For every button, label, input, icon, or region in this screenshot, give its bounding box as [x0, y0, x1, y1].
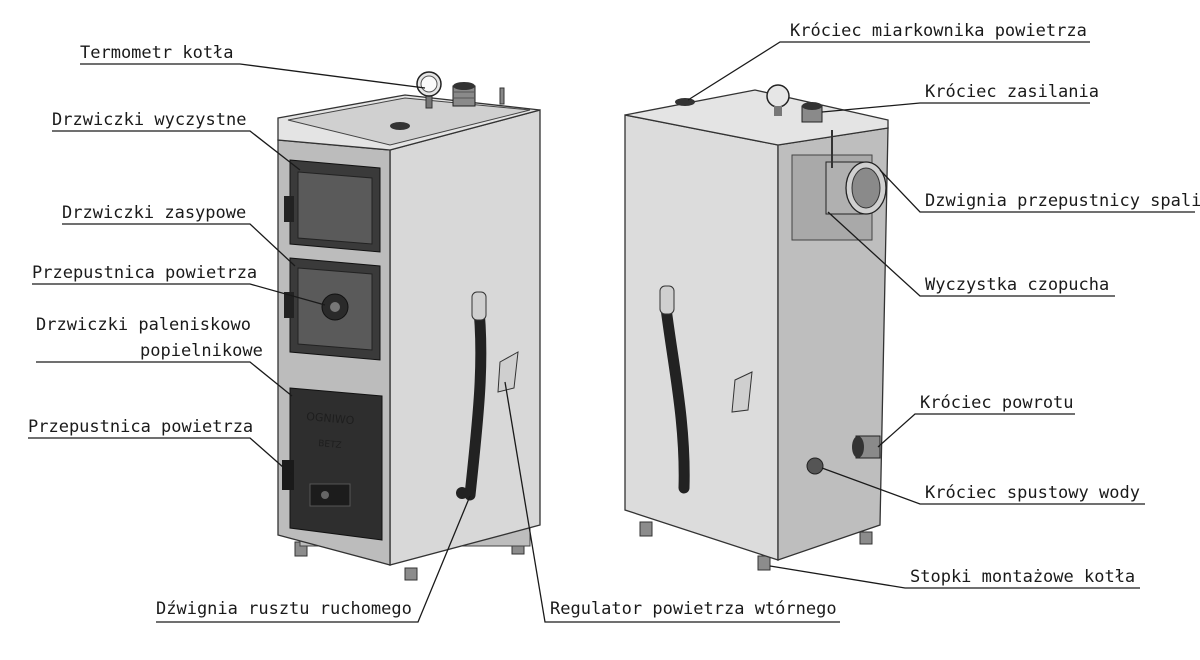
- air-controller-port: [675, 98, 695, 106]
- callout-cleaning-door: Drzwiczki wyczystne: [52, 110, 301, 171]
- label-dzwignia-przepustnicy: Dzwignia przepustnicy spalin: [925, 191, 1200, 211]
- label-termometr-kotla: Termometr kotła: [80, 43, 234, 63]
- rear-thermometer-icon: [766, 84, 790, 116]
- label-drzwiczki-paleniskowo: Drzwiczki paleniskowo: [36, 315, 251, 335]
- callout-air-damper-1: Przepustnica powietrza: [32, 263, 326, 306]
- boiler-rear-view: [624, 84, 889, 571]
- callout-mounting-feet: Stopki montażowe kotła: [769, 565, 1140, 589]
- callout-return: Króciec powrotu: [877, 393, 1075, 448]
- callout-grate-lever: Dźwignia rusztu ruchomego: [156, 495, 471, 623]
- drain-port-icon: [806, 457, 824, 475]
- label-drzwiczki-wyczystne: Drzwiczki wyczystne: [52, 110, 246, 130]
- label-krociec-powrotu: Króciec powrotu: [920, 393, 1074, 413]
- callout-secondary-air: Regulator powietrza wtórnego: [504, 381, 840, 623]
- callout-charging-door: Drzwiczki zasypowe: [62, 203, 296, 267]
- secondary-air-regulator-icon: [497, 351, 519, 393]
- callout-supply: Króciec zasilania: [821, 82, 1099, 113]
- mounting-feet-rear: [639, 521, 873, 571]
- rear-regulator-icon: [731, 371, 753, 413]
- label-wyczystka-czopucha: Wyczystka czopucha: [925, 275, 1109, 295]
- brand-marking: OGNIWO: [306, 410, 355, 427]
- flue-pipe-icon: [452, 82, 505, 107]
- return-pipe-icon: [852, 435, 881, 459]
- callout-firebox-door: Drzwiczki paleniskowo popielnikowe: [36, 315, 293, 397]
- label-krociec-miarkownika: Króciec miarkownika powietrza: [790, 21, 1087, 41]
- label-przepustnica-powietrza-1: Przepustnica powietrza: [32, 263, 257, 283]
- label-dzwignia-rusztu: Dźwignia rusztu ruchomego: [156, 599, 412, 619]
- callout-flue-cleanout: Wyczystka czopucha: [827, 211, 1115, 297]
- model-marking: BETZ: [318, 439, 342, 451]
- label-krociec-zasilania: Króciec zasilania: [925, 82, 1099, 102]
- label-regulator-powietrza: Regulator powietrza wtórnego: [550, 599, 837, 619]
- label-stopki-montazowe: Stopki montażowe kotła: [910, 567, 1135, 587]
- label-krociec-spustowy: Króciec spustowy wody: [925, 483, 1140, 503]
- boiler-front-view: OGNIWO BETZ: [277, 71, 541, 581]
- ash-door: OGNIWO BETZ: [282, 387, 383, 541]
- label-popielnikowe: popielnikowe: [140, 341, 263, 361]
- callout-drain: Króciec spustowy wody: [821, 467, 1145, 505]
- supply-pipe-icon: [801, 102, 823, 123]
- label-drzwiczki-zasypowe: Drzwiczki zasypowe: [62, 203, 246, 223]
- cleaning-door: [284, 159, 381, 253]
- top-port: [390, 122, 410, 130]
- callout-air-damper-2: Przepustnica powietrza: [28, 417, 293, 476]
- grate-lever-icon: [456, 291, 487, 501]
- rear-side-panel: [624, 114, 779, 561]
- flue-outlet-icon: [825, 161, 887, 215]
- charging-door: [284, 257, 381, 361]
- callout-flue-damper: Dzwignia przepustnicy spalin: [879, 169, 1200, 213]
- top-cover: [287, 97, 531, 146]
- rear-lever-icon: [659, 285, 690, 494]
- callout-thermometer: Termometr kotła: [80, 43, 426, 89]
- label-przepustnica-powietrza-2: Przepustnica powietrza: [28, 417, 253, 437]
- callout-air-controller: Króciec miarkownika powietrza: [687, 21, 1090, 101]
- thermometer-icon: [416, 71, 442, 109]
